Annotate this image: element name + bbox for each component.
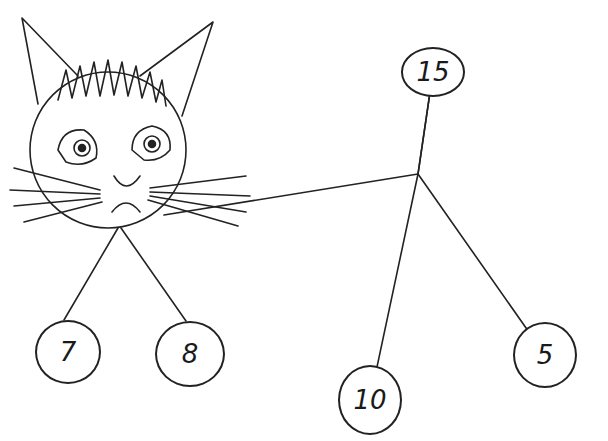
- number-circle: 7: [35, 320, 101, 384]
- cat-mouth: [112, 203, 140, 212]
- cat-ear: [22, 18, 78, 104]
- cat-nose: [114, 176, 140, 186]
- cat-fur: [58, 60, 166, 106]
- number-circle: 8: [155, 321, 225, 387]
- cat-pupil: [144, 136, 160, 152]
- cat-whiskers: [10, 168, 102, 222]
- cat-whiskers: [148, 176, 250, 226]
- number-circle: 15: [401, 47, 465, 97]
- cat-pupil: [74, 140, 90, 156]
- cat-ear: [140, 22, 213, 116]
- connector-line: [377, 97, 429, 366]
- cat-pupil: [79, 145, 86, 152]
- cat-leg-line: [121, 228, 186, 321]
- number-label: 15: [416, 59, 449, 85]
- number-label: 5: [537, 342, 554, 368]
- cat-eye: [58, 130, 97, 164]
- number-label: 10: [353, 387, 386, 413]
- cat-pupil: [149, 141, 156, 148]
- number-label: 7: [60, 339, 77, 365]
- number-circle: 5: [513, 322, 577, 388]
- cat-eye: [132, 126, 170, 160]
- number-circle: 10: [338, 365, 402, 435]
- number-label: 8: [182, 341, 199, 367]
- cat-leg-line: [64, 228, 118, 320]
- cat-tail-line: [164, 174, 418, 215]
- connector-line: [418, 97, 526, 329]
